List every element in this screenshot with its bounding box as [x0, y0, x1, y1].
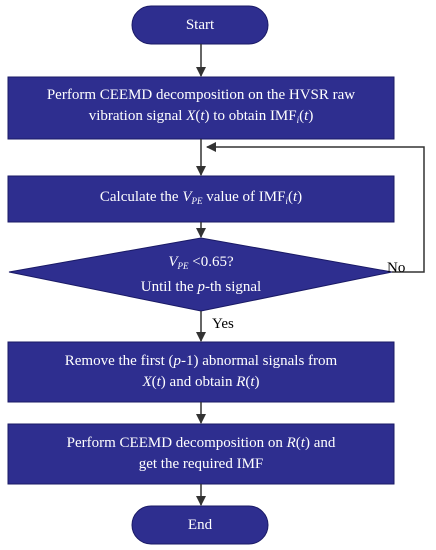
calculate-line: Calculate the VPE value of IMFi(t) [100, 187, 302, 212]
remove-var-x: X [142, 374, 152, 390]
decompose-sub-i: i [296, 115, 300, 125]
no-label: No [387, 260, 406, 276]
remove-line-2: X(t) and obtain R(t) [142, 372, 259, 393]
remove-var-t-1: t [156, 374, 161, 390]
decompose-var-x: X [186, 108, 196, 124]
decompose-node-shape [7, 76, 395, 140]
decision-line-1: VPE <0.65? [168, 252, 233, 277]
end-label: End [187, 516, 213, 533]
final-paren-open: ( [295, 435, 301, 451]
remove-node-shape [7, 341, 395, 403]
decompose-line-2: vibration signal X(t) to obtain IMFi(t) [89, 106, 314, 131]
final-line-2: get the required IMF [139, 454, 264, 475]
arrow-no-loop [206, 142, 425, 273]
remove-text-c: ) and obtain [160, 374, 237, 390]
final-text-a: Perform CEEMD decomposition on [66, 435, 287, 451]
final-text-b: ) and [304, 435, 336, 451]
start-label: Start [185, 16, 215, 33]
decompose-text-2a: vibration signal [88, 108, 187, 124]
final-var-t: t [300, 435, 305, 451]
remove-text-a: Remove the first ( [64, 353, 174, 369]
remove-text-b: -1) abnormal signals from [181, 353, 338, 369]
decision-sub-pe: PE [177, 261, 189, 271]
remove-paren-close-2: ) [254, 374, 260, 390]
remove-paren-open-1: ( [151, 374, 157, 390]
decision-text-a: Until the [140, 279, 198, 295]
decision-node: VPE <0.65? Until the p-th signal [100, 250, 302, 300]
calculate-var-t: t [292, 188, 298, 205]
decision-var-v: V [168, 254, 178, 270]
decompose-text-1: Perform CEEMD decomposition on the HVSR … [46, 87, 356, 103]
decompose-paren-open-1: ( [195, 108, 201, 124]
end-node: End [132, 506, 268, 544]
decompose-var-t-1: t [200, 108, 205, 124]
calculate-node-shape [7, 175, 395, 223]
calculate-paren-close: ) [297, 188, 303, 205]
yes-label: Yes [212, 316, 234, 332]
start-node-shape [131, 5, 269, 45]
end-node-shape [131, 505, 269, 545]
remove-var-t-2: t [250, 374, 255, 390]
decompose-text-2b: to obtain IMF [209, 108, 297, 124]
decompose-paren-close-2: ) [308, 108, 314, 124]
final-line-1: Perform CEEMD decomposition on R(t) and [67, 433, 336, 454]
decision-var-p: p [197, 279, 205, 295]
remove-node: Remove the first (p-1) abnormal signals … [8, 342, 394, 402]
calculate-paren-open: ( [287, 188, 293, 205]
remove-paren-open-2: ( [245, 374, 251, 390]
decompose-line-1: Perform CEEMD decomposition on the HVSR … [47, 85, 355, 106]
final-text-c: get the required IMF [138, 456, 264, 472]
decompose-paren-open-2: ( [299, 108, 305, 124]
final-node-shape [7, 423, 395, 485]
final-node: Perform CEEMD decomposition on R(t) and … [8, 424, 394, 484]
remove-var-r: R [236, 374, 246, 390]
decompose-paren-close-1: ) [204, 108, 210, 124]
calculate-sub-i: i [285, 195, 288, 206]
remove-line-1: Remove the first (p-1) abnormal signals … [65, 351, 337, 372]
calculate-node: Calculate the VPE value of IMFi(t) [8, 176, 394, 222]
final-var-r: R [286, 435, 296, 451]
decompose-var-t-2: t [304, 108, 309, 124]
calculate-text-b: value of IMF [202, 188, 286, 205]
decision-line-2: Until the p-th signal [141, 277, 261, 298]
decision-text-b: -th signal [204, 279, 262, 295]
decompose-node: Perform CEEMD decomposition on the HVSR … [8, 77, 394, 139]
calculate-text-a: Calculate the [99, 188, 183, 205]
calculate-sub-pe: PE [191, 195, 203, 206]
remove-var-p: p [173, 353, 182, 369]
start-node: Start [132, 6, 268, 44]
decision-condition: <0.65? [188, 254, 234, 270]
calculate-var-v: V [182, 188, 192, 205]
